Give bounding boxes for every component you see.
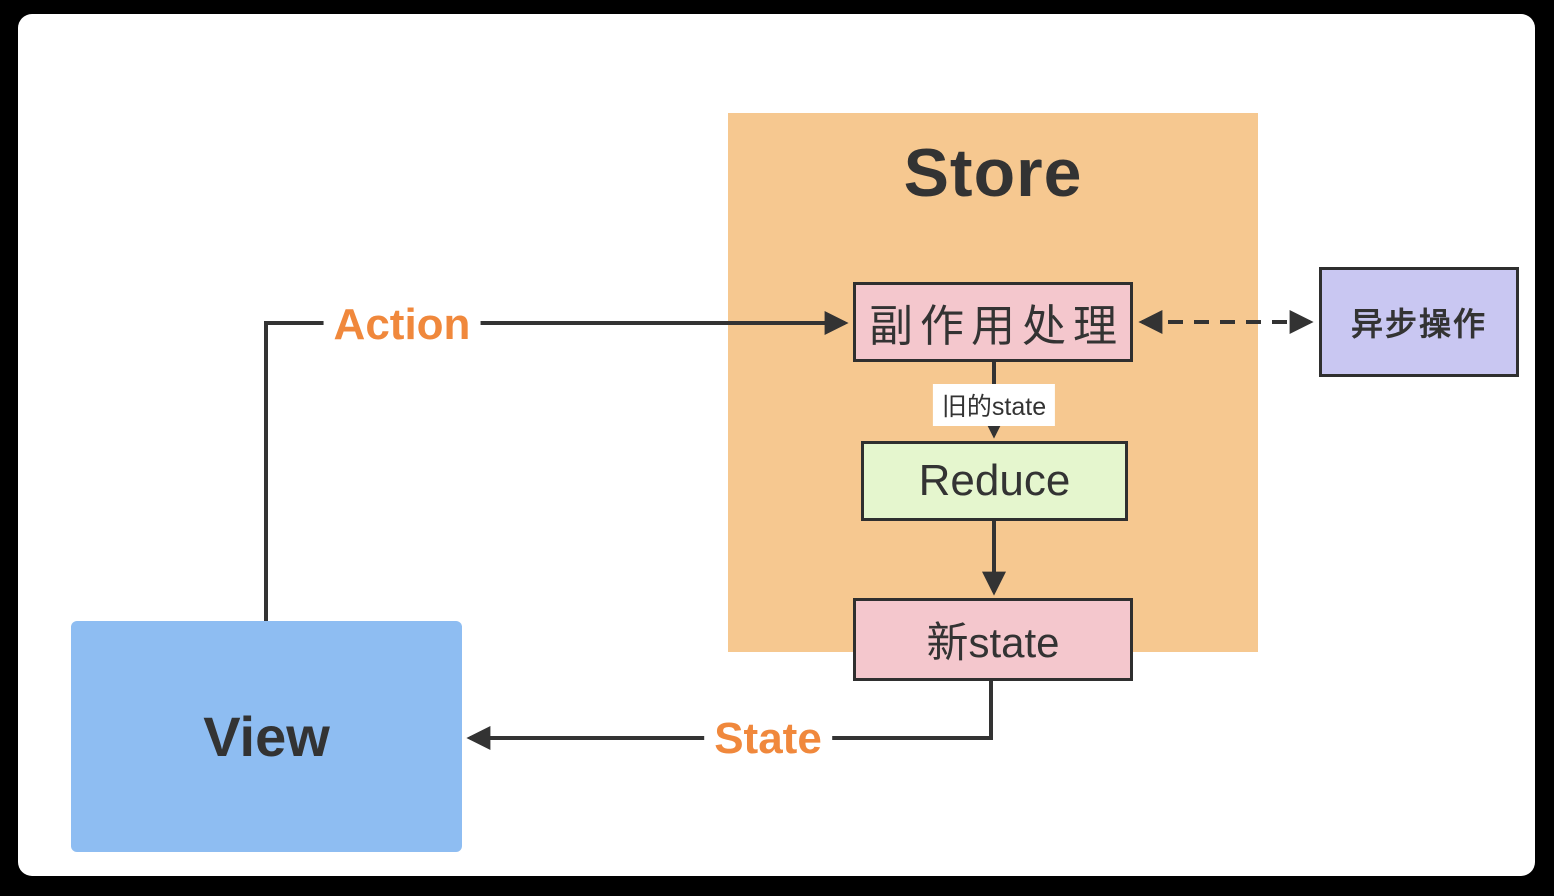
action-edge-label: Action (323, 300, 481, 350)
async-operation-node: 异步操作 (1319, 267, 1519, 377)
new-state-node: 新state (853, 598, 1133, 681)
view-node: View (71, 621, 462, 852)
async-operation-label: 异步操作 (1350, 306, 1487, 342)
side-effect-label: 副作用处理 (869, 302, 1124, 351)
store-title: Store (903, 135, 1083, 211)
reduce-node: Reduce (861, 441, 1128, 521)
reduce-label: Reduce (918, 456, 1071, 505)
new-state-label: 新state (926, 619, 1060, 666)
side-effect-node: 副作用处理 (853, 282, 1133, 362)
state-edge-label: State (704, 714, 832, 764)
old-state-edge-label: 旧的state (932, 384, 1056, 426)
view-label: View (203, 705, 330, 768)
